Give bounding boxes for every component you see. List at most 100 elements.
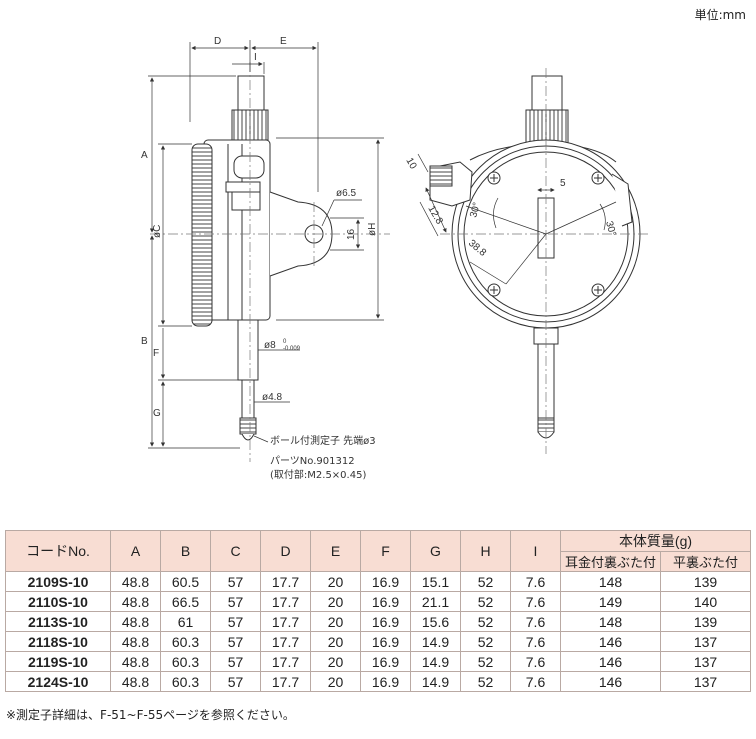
value-cell: 17.7 [260, 571, 311, 592]
value-cell: 16.9 [360, 631, 411, 652]
label-f: F [153, 348, 159, 359]
value-cell: 17.7 [260, 631, 311, 652]
value-cell: 148 [560, 571, 661, 592]
value-cell: 48.8 [110, 611, 161, 632]
code-cell: 2119S-10 [5, 651, 111, 672]
col-a: A [110, 530, 161, 572]
value-cell: 14.9 [410, 651, 461, 672]
code-cell: 2118S-10 [5, 631, 111, 652]
col-e: E [310, 530, 361, 572]
label-a: A [141, 150, 148, 161]
value-cell: 57 [210, 671, 261, 692]
code-cell: 2109S-10 [5, 571, 111, 592]
label-front-10: 10 [403, 156, 418, 172]
label-i: I [254, 52, 257, 63]
value-cell: 17.7 [260, 651, 311, 672]
value-cell: 61 [160, 611, 211, 632]
side-dimensions [148, 40, 384, 449]
value-cell: 48.8 [110, 571, 161, 592]
col-h: H [460, 530, 511, 572]
value-cell: 7.6 [510, 571, 561, 592]
bezel [191, 143, 213, 327]
code-cell: 2110S-10 [5, 591, 111, 612]
value-cell: 60.5 [160, 571, 211, 592]
value-cell: 140 [660, 591, 751, 612]
label-g: G [153, 408, 161, 419]
label-front-30-left: 30° [468, 201, 483, 218]
value-cell: 66.5 [160, 591, 211, 612]
value-cell: 20 [310, 631, 361, 652]
value-cell: 57 [210, 651, 261, 672]
value-cell: 20 [310, 671, 361, 692]
value-cell: 48.8 [110, 671, 161, 692]
value-cell: 60.3 [160, 631, 211, 652]
value-cell: 137 [660, 671, 751, 692]
value-cell: 16.9 [360, 571, 411, 592]
value-cell: 7.6 [510, 651, 561, 672]
value-cell: 146 [560, 631, 661, 652]
value-cell: 7.6 [510, 671, 561, 692]
value-cell: 17.7 [260, 671, 311, 692]
label-d: D [214, 36, 221, 47]
col-mass-flat-back: 平裏ぶた付 [660, 551, 751, 572]
value-cell: 48.8 [110, 631, 161, 652]
label-front-5: 5 [560, 178, 566, 189]
label-contact: ボール付測定子 先端ø3 [270, 434, 376, 447]
value-cell: 57 [210, 611, 261, 632]
col-code: コードNo. [5, 530, 111, 572]
value-cell: 17.7 [260, 611, 311, 632]
label-stem-tol-upper: 0 [283, 339, 287, 345]
value-cell: 20 [310, 591, 361, 612]
value-cell: 14.9 [410, 671, 461, 692]
value-cell: 137 [660, 651, 751, 672]
label-parts: パーツNo.901312 [270, 455, 355, 467]
value-cell: 60.3 [160, 651, 211, 672]
value-cell: 16.9 [360, 611, 411, 632]
value-cell: 57 [210, 631, 261, 652]
dial-indicator-drawing: D E I A øC øH 16 ø6.5 B F G ø8 0 -0.009 … [141, 36, 650, 481]
col-mass: 本体質量(g) [560, 530, 751, 552]
center-lines [150, 62, 390, 462]
front-dimensions [417, 153, 617, 285]
value-cell: 7.6 [510, 611, 561, 632]
value-cell: 48.8 [110, 651, 161, 672]
value-cell: 14.9 [410, 631, 461, 652]
value-cell: 57 [210, 571, 261, 592]
label-hole: ø6.5 [336, 188, 356, 199]
label-b: B [141, 336, 148, 347]
col-mass-lug-back: 耳金付裏ぶた付 [560, 551, 661, 572]
value-cell: 20 [310, 571, 361, 592]
footnote: ※測定子詳細は、F-51~F-55ページを参照ください。 [6, 708, 295, 722]
value-cell: 60.3 [160, 671, 211, 692]
col-i: I [510, 530, 561, 572]
col-g: G [410, 530, 461, 572]
col-c: C [210, 530, 261, 572]
spindle [241, 379, 255, 425]
value-cell: 146 [560, 651, 661, 672]
code-cell: 2113S-10 [5, 611, 111, 632]
label-c: øC [152, 225, 163, 238]
value-cell: 21.1 [410, 591, 461, 612]
value-cell: 52 [460, 591, 511, 612]
value-cell: 7.6 [510, 631, 561, 652]
value-cell: 146 [560, 671, 661, 692]
value-cell: 16.9 [360, 651, 411, 672]
spec-table-header: コードNo. A B C D E F G H I 本体質量(g) [5, 530, 751, 572]
col-b: B [160, 530, 211, 572]
value-cell: 15.1 [410, 571, 461, 592]
label-stem-tol-lower: -0.009 [283, 346, 301, 352]
value-cell: 137 [660, 631, 751, 652]
label-mount: (取付部:M2.5×0.45) [270, 468, 366, 481]
value-cell: 139 [660, 571, 751, 592]
value-cell: 57 [210, 591, 261, 612]
value-cell: 149 [560, 591, 661, 612]
value-cell: 15.6 [410, 611, 461, 632]
value-cell: 52 [460, 671, 511, 692]
value-cell: 52 [460, 631, 511, 652]
